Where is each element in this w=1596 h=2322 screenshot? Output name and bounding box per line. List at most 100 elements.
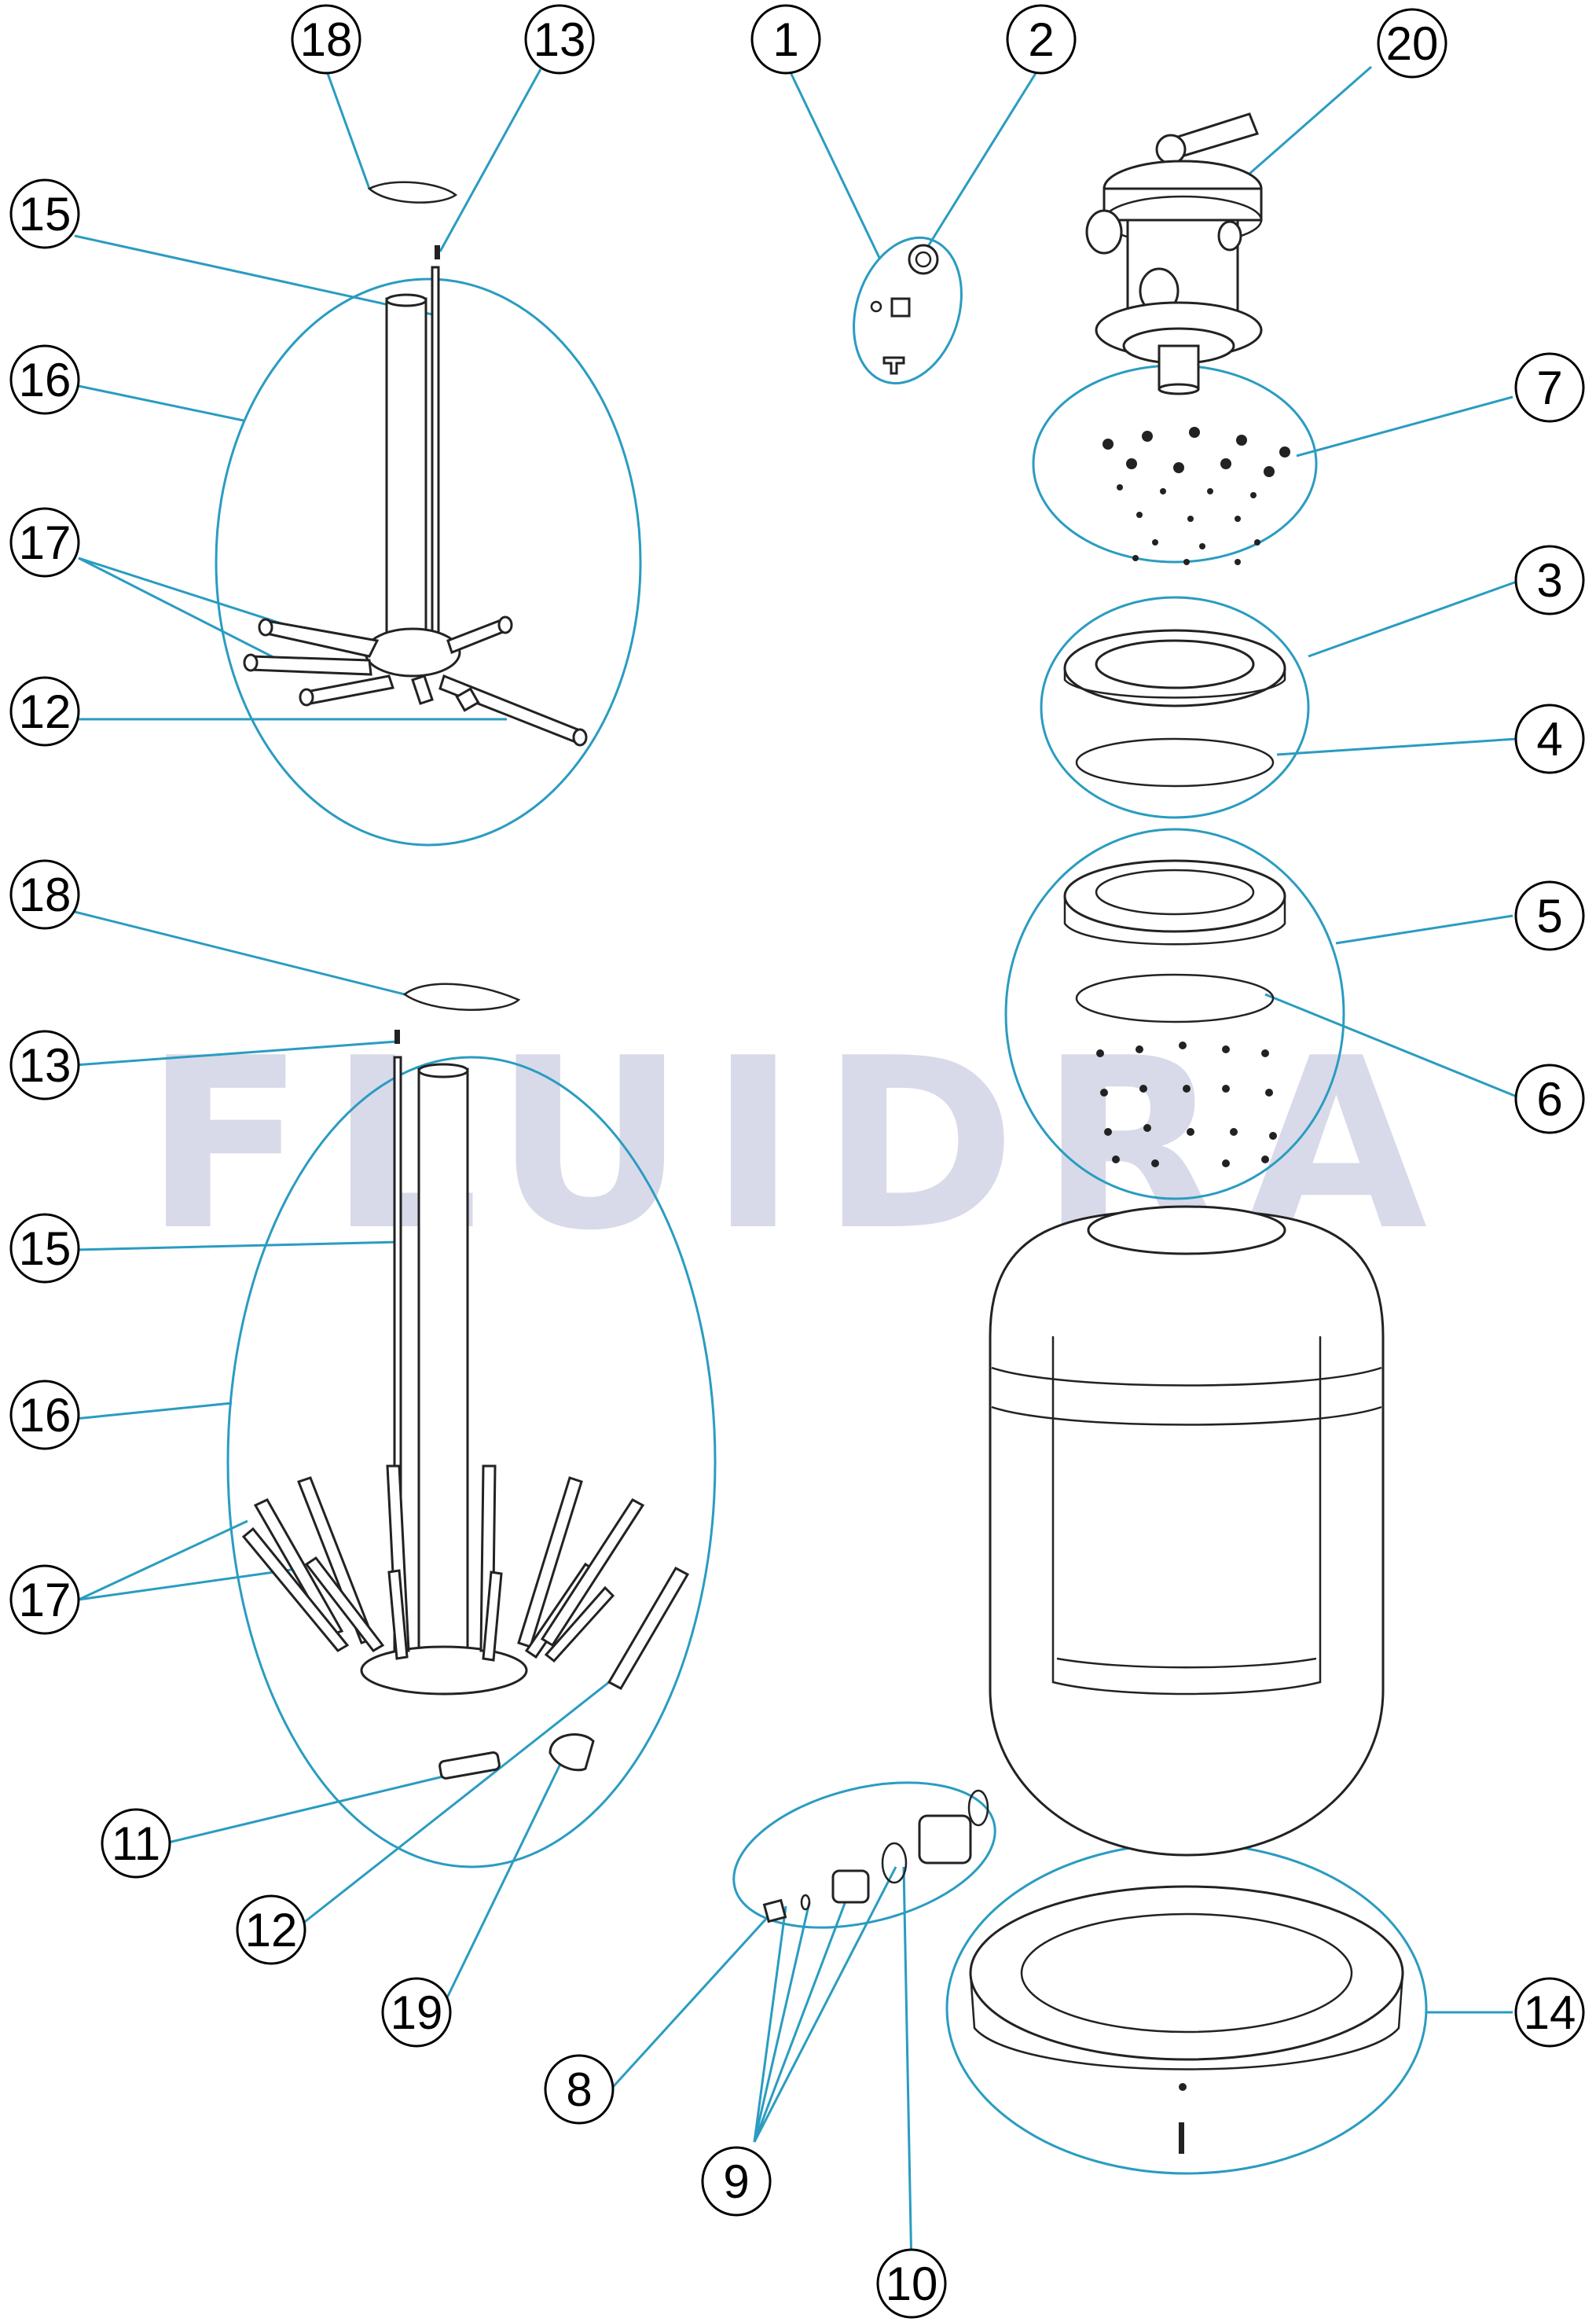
lower-collector-group-ellipse — [226, 1056, 717, 1868]
callout-number: 19 — [391, 1986, 443, 2039]
nut-dot — [1183, 1085, 1191, 1093]
loose-lateral-12 — [607, 1566, 690, 1691]
drain-oring-a — [800, 1894, 811, 1911]
central-tube-lower-top — [417, 1063, 469, 1078]
drain-washer-10 — [881, 1842, 908, 1884]
callout-number: 5 — [1536, 890, 1562, 942]
valve-port-left — [1085, 209, 1123, 255]
leader-1 — [788, 70, 882, 260]
base-side — [969, 1972, 1404, 2070]
leader-18b — [74, 910, 405, 996]
clip-18-bottom — [402, 983, 521, 1011]
bolt-dot — [1183, 559, 1190, 565]
callout-circle — [236, 1894, 306, 1965]
callout-c20: 20 — [1377, 8, 1447, 79]
callout-c17a: 17 — [9, 507, 80, 578]
leader-16a — [74, 384, 244, 422]
lower-lateral-4 — [304, 1556, 385, 1652]
leader-12b — [294, 1681, 610, 1931]
valve-port-right — [1217, 220, 1242, 252]
callout-number: 14 — [1524, 1986, 1576, 2039]
callout-c18a: 18 — [291, 4, 361, 75]
seal-6 — [1075, 973, 1275, 1023]
callout-circle — [9, 344, 80, 415]
callout-circle — [291, 4, 361, 75]
lower-lateral-9 — [517, 1476, 583, 1648]
callout-number: 1 — [772, 13, 798, 66]
leader-9c — [753, 1882, 854, 2143]
nut-dot — [1265, 1089, 1273, 1097]
callout-c9: 9 — [701, 2146, 772, 2217]
leader-8 — [611, 1909, 776, 2089]
gauge-2 — [908, 244, 939, 275]
lateral-cap-1 — [258, 618, 273, 637]
callout-circle — [9, 178, 80, 249]
lateral-arm-1 — [262, 619, 380, 658]
valve-stem — [1158, 344, 1200, 391]
neck-5-inner — [1095, 869, 1255, 916]
gauge-2-face — [915, 251, 932, 268]
lower-lateral-11 — [540, 1498, 645, 1648]
drain-parts — [762, 1789, 989, 1923]
callout-number: 15 — [19, 1222, 72, 1275]
valve-cover-side — [1103, 187, 1263, 222]
leader-13a — [438, 68, 542, 252]
nut-dot — [1222, 1085, 1230, 1093]
tank-inner-line — [1056, 1657, 1317, 1669]
screw-13-top — [435, 245, 440, 259]
callout-c13b: 13 — [9, 1030, 80, 1100]
callout-c17b: 17 — [9, 1564, 80, 1635]
callout-c8: 8 — [544, 2054, 615, 2125]
nut-dot — [1151, 1159, 1159, 1167]
central-tube-upper — [385, 297, 427, 638]
callout-circle — [9, 1380, 80, 1450]
tank-top-opening — [1087, 1205, 1286, 1255]
callout-number: 2 — [1028, 13, 1054, 66]
base-drain-hole — [1179, 2083, 1187, 2091]
bolt-dot — [1207, 488, 1213, 494]
callout-circle — [524, 4, 595, 75]
bolt-dot — [1236, 435, 1247, 446]
callout-number: 3 — [1536, 554, 1562, 607]
bolt-dot — [1187, 516, 1194, 522]
callout-circle — [1514, 880, 1585, 951]
flange-seal-group-ellipse — [1040, 596, 1310, 819]
bolt-dot — [1103, 439, 1114, 450]
nut-dot — [1230, 1128, 1238, 1136]
lateral-arm-6 — [411, 674, 434, 705]
callout-number: 7 — [1536, 362, 1562, 414]
nut-dot — [1222, 1045, 1230, 1053]
callout-number: 16 — [19, 1389, 72, 1442]
drain-oring-b — [967, 1789, 989, 1827]
nut-dot — [1222, 1159, 1230, 1167]
adapter-11 — [438, 1751, 501, 1780]
callout-c12a: 12 — [9, 676, 80, 747]
bolts-7 — [1103, 427, 1290, 565]
tank-window — [1051, 1336, 1322, 1696]
leader-18a — [325, 68, 371, 189]
callout-circle — [876, 2248, 947, 2319]
callout-c10: 10 — [876, 2248, 947, 2319]
lateral-cap-4 — [497, 615, 513, 634]
callout-circle — [9, 676, 80, 747]
group-ellipses — [215, 236, 1428, 2175]
callout-circle — [1514, 352, 1585, 423]
lateral-arm-5 — [438, 674, 583, 744]
hub-lower — [360, 1645, 528, 1696]
upper-collector-assembly — [243, 181, 588, 747]
bolt-dot — [1173, 462, 1184, 473]
leader-4 — [1276, 737, 1517, 756]
callout-c14: 14 — [1514, 1977, 1585, 2048]
screw-13-bottom — [394, 1030, 400, 1044]
multiport-valve-20 — [1085, 112, 1263, 395]
callout-c5: 5 — [1514, 880, 1585, 951]
valve-stem-bottom — [1158, 383, 1200, 395]
leader-11 — [164, 1771, 460, 1845]
leader-7 — [1296, 395, 1513, 457]
callout-circle — [544, 2054, 615, 2125]
flange-3-seal-4 — [1063, 629, 1286, 788]
callout-circle — [9, 859, 80, 930]
leader-2 — [926, 70, 1039, 248]
lower-lateral-12 — [544, 1585, 615, 1663]
callout-c7: 7 — [1514, 352, 1585, 423]
